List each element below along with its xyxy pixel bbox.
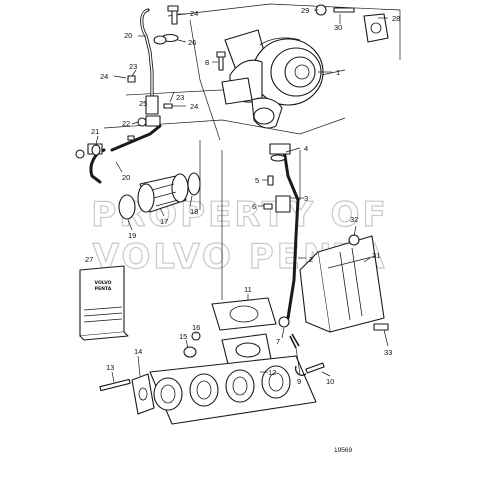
callout-4: 4 [304,144,308,153]
callout-31: 31 [372,251,380,260]
turbocharger [221,29,324,129]
oil-supply-pipe [127,5,179,127]
callout-3: 3 [304,194,308,203]
callout-24-left: 24 [100,72,108,81]
callout-18: 18 [190,207,198,216]
exhaust-manifold [149,333,317,425]
callout-13: 13 [106,363,114,372]
callout-10: 10 [326,377,334,386]
callout-24-right: 24 [190,102,198,111]
oil-return-pipe [75,124,162,184]
callout-26: 26 [188,38,196,47]
callout-23-top: 23 [129,62,137,71]
callout-16: 16 [192,323,200,332]
callout-30: 30 [334,23,342,32]
callout-23-lower: 23 [176,93,184,102]
callout-32: 32 [350,215,358,224]
callout-17: 17 [160,217,168,226]
diagram-reference-number: 19569 [334,447,352,454]
callout-7: 7 [276,337,280,346]
manual-logo-line-2: PENTA [95,286,112,292]
hose-and-clamps [118,172,201,220]
callout-25: 25 [139,99,147,108]
callout-15: 15 [179,332,187,341]
stud [216,51,226,71]
gasket [211,297,277,331]
callout-5: 5 [255,176,259,185]
manifold-studs-nuts [99,331,325,392]
callout-24-top: 24 [190,9,198,18]
flange-and-bolts [315,4,389,43]
drain-pipe [263,143,300,349]
callout-labels: 1 2 3 4 5 6 7 8 9 10 11 12 13 14 15 16 1… [85,6,400,386]
callout-leaders [95,9,389,383]
callout-19: 19 [128,231,136,240]
callout-8: 8 [205,58,209,67]
callout-14: 14 [134,347,142,356]
callout-33: 33 [384,348,392,357]
callout-20-top: 20 [124,31,132,40]
callout-21: 21 [91,127,99,136]
callout-11: 11 [244,285,252,294]
callout-2: 2 [309,255,313,264]
manifold-gasket [131,373,155,415]
manual-logo-line-1: VOLVO [94,280,111,286]
callout-27: 27 [85,255,93,264]
callout-6: 6 [252,202,256,211]
callout-20-bottom: 20 [122,173,130,182]
callout-28: 28 [392,14,400,23]
callout-12: 12 [268,368,276,377]
callout-9: 9 [297,377,301,386]
callout-22: 22 [122,119,130,128]
manual-book: VOLVO PENTA [79,265,129,341]
callout-1: 1 [336,68,340,77]
watermark-line-1: PROPERTY OF [91,195,389,235]
callout-29: 29 [301,6,309,15]
